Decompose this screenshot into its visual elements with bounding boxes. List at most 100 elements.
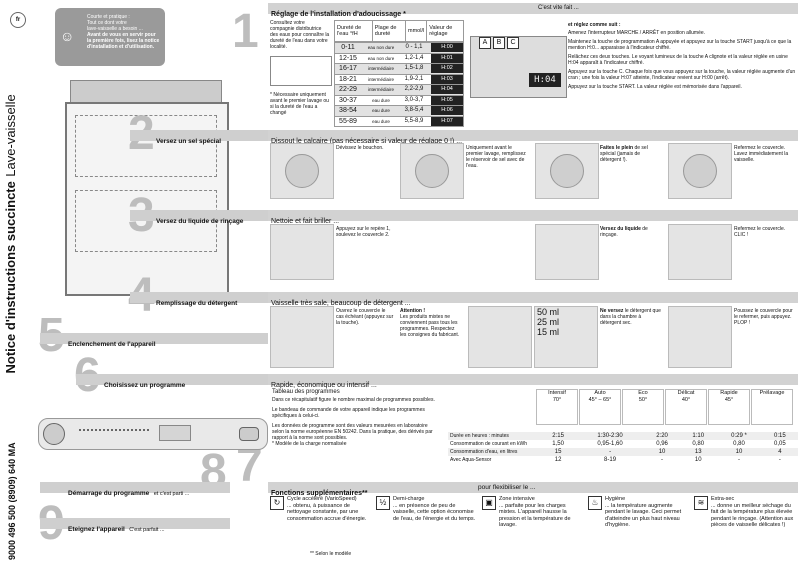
rinse-text-2: Versez du liquide de rinçage.: [600, 226, 662, 238]
program-cell: 0:29 *: [716, 432, 762, 440]
hardness-intro: Consultez votre compagnie distributrice …: [270, 20, 330, 50]
function-title: Hygiène: [605, 496, 626, 502]
det-measure-box: 50 ml 25 ml 15 ml: [534, 306, 598, 368]
hardness-cell: 0 - 1,1: [405, 44, 423, 50]
step4-subtitle: Vaisselle très sale, beaucoup de déterge…: [271, 300, 411, 307]
side-title-block: 9000 496 500 (8909) 640 MA Notice d'inst…: [2, 0, 24, 560]
step6-title: Choisissez un programme: [104, 382, 186, 389]
info-line: la première fois, lisez la notice: [87, 38, 160, 44]
hardness-cell: 1,5-1,8: [404, 65, 424, 71]
step4-header: Vaisselle très sale, beaucoup de déterge…: [268, 292, 798, 307]
program-cell: 4: [761, 448, 798, 456]
hardness-cell: H:03: [431, 74, 463, 84]
digit-display: H:04: [529, 73, 561, 87]
info-line: Tout ce dont votre: [87, 20, 127, 26]
step1-header: Réglage de l'installation d'adoucissage …: [268, 3, 798, 18]
hardness-cell: 30-37: [339, 96, 357, 104]
key-b[interactable]: B: [493, 37, 505, 49]
prog-desc-line: Les données de programme sont des valeur…: [272, 423, 433, 441]
hardness-cell: 55-89: [339, 117, 357, 125]
hardness-cell: eau non dure: [367, 45, 395, 50]
function-item: ♨Hygiène... la température augmente pend…: [588, 496, 692, 546]
hardness-cell: intermédiaire: [367, 76, 394, 82]
program-cell: 10: [716, 448, 762, 456]
step2-header: Dissout le calcaire (pas nécessaire si v…: [268, 130, 798, 145]
step2-title: Versez un sel spécial: [156, 138, 222, 145]
step8-tail: et c'est parti ...: [153, 491, 190, 497]
salt-text-1: Dévissez le bouchon.: [336, 145, 384, 151]
step3-label-bar: Versez du liquide de rinçage: [130, 210, 268, 225]
instruction-item: Amenez l'interrupteur MARCHE / ARRÊT en …: [568, 30, 706, 36]
function-text: ... donne un meilleur séchage du fait de…: [711, 502, 794, 529]
instructions-block: et réglez comme suit : Amenez l'interrup…: [568, 22, 798, 90]
step5-title: Enclenchement de l'appareil: [68, 341, 156, 348]
hardness-cell: eau dure: [372, 118, 390, 124]
step6-subtitle: Rapide, économique ou intensif ...: [271, 382, 377, 389]
power-knob[interactable]: [43, 423, 65, 445]
start-button[interactable]: [239, 427, 259, 441]
program-cell: 0,95-1,60: [597, 441, 623, 447]
program-row-label: Consommation d'eau, en litres: [448, 448, 540, 456]
salt-image-4: [668, 143, 732, 199]
program-type-temp: 45°: [724, 397, 734, 403]
step9-title: Eteignez l'appareil: [68, 526, 125, 533]
instruction-item: Appuyez sur la touche C. Chaque fois que…: [568, 69, 796, 81]
program-cell: 0:15: [761, 432, 798, 440]
program-cell: 0,80: [733, 441, 745, 447]
step-number-1: 1: [232, 5, 259, 58]
dishwasher-illustration: [60, 80, 230, 300]
program-cell: -: [738, 457, 741, 463]
key-c[interactable]: C: [507, 37, 519, 49]
program-type-name: Rapide: [720, 390, 738, 396]
display-window: [159, 425, 191, 441]
instruction-item: Appuyez sur la touche START. La valeur r…: [568, 84, 742, 90]
hardness-cell: 22-29: [339, 86, 357, 93]
rinse-image-1: [270, 224, 334, 280]
det-image-3: [668, 306, 732, 368]
det-text-1: Ouvrez le couvercle le cas échéant (appu…: [336, 308, 394, 326]
prog-desc-line: Le bandeau de commande de votre appareil…: [272, 407, 425, 419]
salt-text-2: Uniquement avant le premier lavage, remp…: [466, 145, 526, 169]
hardness-cell: H:07: [431, 116, 463, 126]
program-row-label: Durée en heures : minutes: [448, 432, 540, 440]
program-cell: 0,80: [692, 441, 705, 447]
program-cell: 15: [540, 448, 577, 456]
program-cell: 1:10: [680, 432, 717, 440]
program-cell: -: [661, 457, 664, 463]
info-line: lave-vaisselle a besoin ...: [87, 26, 143, 32]
program-row-label: Avec Aqua-Sensor: [450, 457, 492, 463]
program-type-temp: 50°: [638, 397, 648, 403]
hardness-header: Dureté de l'eau °fH: [334, 20, 373, 42]
step8-label-bar: Démarrage du programme et c'est parti ..…: [40, 482, 230, 497]
step7-title: Fonctions supplémentaires**: [271, 490, 368, 497]
hardness-cell: intermédiaire: [367, 87, 394, 92]
function-icon: ↻: [270, 496, 284, 510]
hardness-cell: 1,9-2,1: [404, 75, 424, 82]
program-buttons[interactable]: [79, 429, 149, 439]
info-box: ☺ Courte et pratique : Tout ce dont votr…: [55, 8, 165, 66]
footnote: ** Selon le modèle: [310, 551, 352, 557]
prog-desc-line: Dans ce récapitulatif figure le nombre m…: [272, 397, 435, 403]
det-image-1: [270, 306, 334, 368]
hardness-cell: H:02: [431, 64, 463, 73]
rinse-text-1: Appuyez sur le repère 1, soulevez le cou…: [336, 226, 391, 238]
hardness-cell: 16-17: [339, 65, 357, 72]
salt-text-3: Faites le plein de sel spécial (jamais d…: [600, 145, 662, 163]
step1-right: C'est vite fait ...: [538, 5, 579, 11]
program-type-name: Eco: [638, 390, 648, 396]
function-text: ... en présence de peu de vaisselle, cet…: [393, 502, 476, 522]
det-text-3-bold: Ne versez: [600, 308, 624, 314]
hardness-cell: H:04: [431, 85, 463, 94]
hardness-cell: 12-15: [339, 54, 357, 62]
key-a[interactable]: A: [479, 37, 491, 49]
program-type-name: Prélavage: [759, 390, 785, 396]
